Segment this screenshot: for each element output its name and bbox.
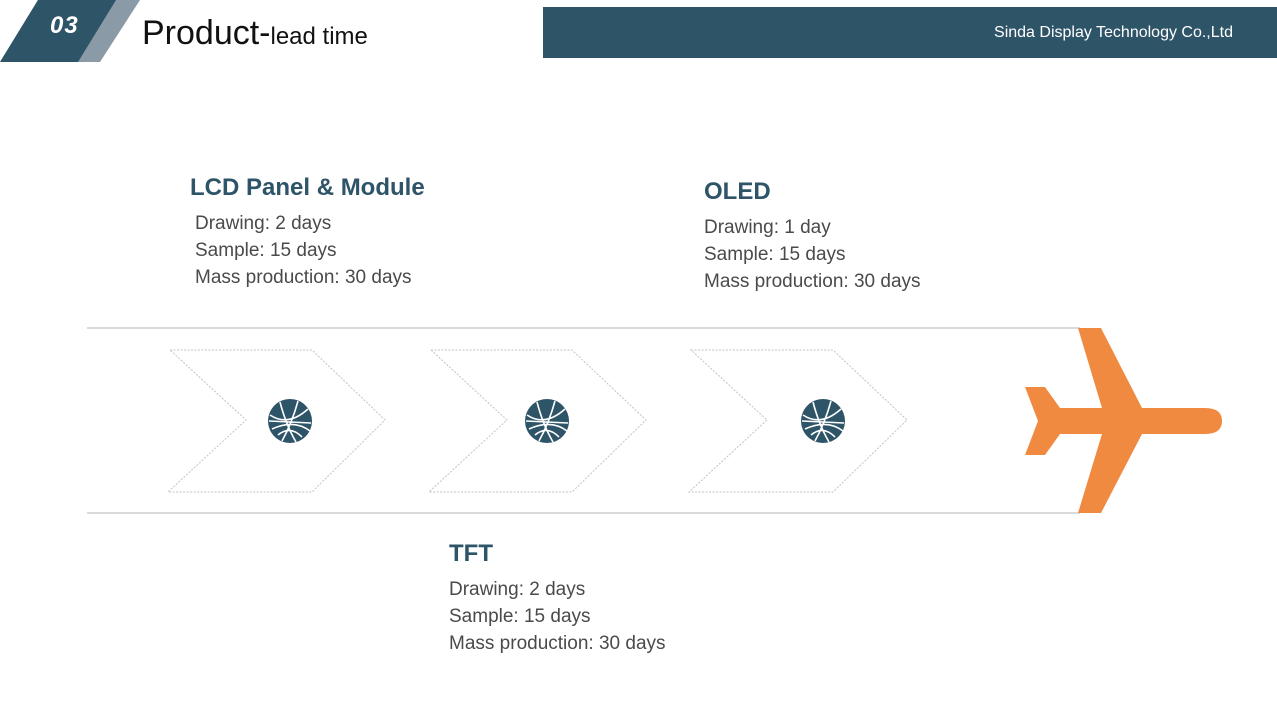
group-line: Drawing: 2 days [449,579,586,600]
page-title: Product-lead time [142,14,368,53]
section-badge: 03 [0,0,140,62]
globe-icon [267,398,313,444]
section-number: 03 [50,12,79,39]
group-heading: OLED [704,178,771,205]
globe-icon [800,398,846,444]
timeline-step [166,349,386,493]
globe-icon [524,398,570,444]
group-heading: LCD Panel & Module [190,174,425,201]
company-name: Sinda Display Technology Co.,Ltd [994,24,1233,41]
group-line: Drawing: 1 day [704,217,831,238]
page-title-main: Product- [142,14,271,52]
group-line: Sample: 15 days [449,606,591,627]
group-line: Sample: 15 days [704,244,846,265]
group-line: Mass production: 30 days [195,267,412,288]
group-line: Sample: 15 days [195,240,337,261]
group-line: Drawing: 2 days [195,213,332,234]
group-heading: TFT [449,540,493,567]
airplane-icon [1025,328,1222,513]
lead-time-tft: TFT Drawing: 2 days Sample: 15 days Mass… [449,540,666,657]
lead-time-lcd: LCD Panel & Module Drawing: 2 days Sampl… [190,174,425,291]
timeline-step [687,349,908,493]
group-line: Mass production: 30 days [449,633,666,654]
lead-time-oled: OLED Drawing: 1 day Sample: 15 days Mass… [704,178,921,295]
group-line: Mass production: 30 days [704,271,921,292]
timeline-step [427,349,647,493]
timeline-diagram [87,327,1222,514]
company-banner: Sinda Display Technology Co.,Ltd [543,7,1277,58]
page-title-sub: lead time [270,23,368,50]
